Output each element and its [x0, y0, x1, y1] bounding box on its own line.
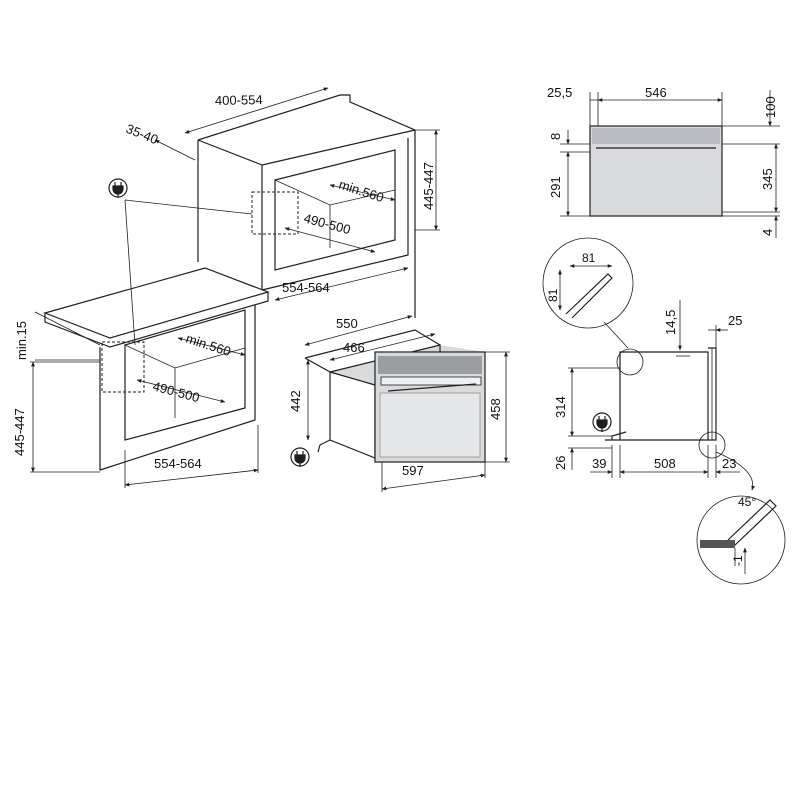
svg-text:490-500: 490-500: [151, 378, 201, 405]
under-counter-cabinet: [43, 267, 270, 471]
svg-text:458: 458: [488, 398, 503, 420]
svg-text:597: 597: [402, 463, 424, 478]
svg-text:508: 508: [654, 456, 676, 471]
svg-text:554-564: 554-564: [154, 456, 202, 471]
svg-text:25: 25: [728, 313, 742, 328]
svg-text:25,5: 25,5: [547, 85, 572, 100]
dim-top-body: 291: [548, 151, 590, 217]
detail-b: 45° -1: [696, 451, 786, 585]
dim-ub-min-gap: min.15: [14, 311, 101, 361]
dim-oven-side-height: 442: [288, 359, 310, 441]
dim-col-height: 445-447: [415, 129, 440, 231]
svg-text:26: 26: [553, 456, 568, 470]
svg-text:35-40: 35-40: [124, 121, 160, 147]
plug-icon: [290, 447, 310, 468]
dim-ub-height: 445-447: [12, 361, 100, 473]
svg-text:550: 550: [336, 316, 358, 331]
dim-col-back: 35-40: [124, 121, 196, 161]
dim-side-bottom: 39 508 23: [590, 445, 740, 478]
dim-top-width: 546: [597, 85, 723, 126]
svg-text:-1: -1: [731, 555, 745, 566]
svg-text:400-554: 400-554: [215, 92, 263, 108]
dim-col-min-depth: min.560: [329, 177, 396, 206]
svg-text:min.15: min.15: [14, 321, 29, 360]
svg-text:81: 81: [582, 251, 596, 265]
detail-a: 81 81: [542, 237, 634, 349]
svg-text:39: 39: [592, 456, 606, 471]
svg-text:23: 23: [722, 456, 736, 471]
dim-side-height: 314: [553, 367, 620, 437]
svg-text:81: 81: [546, 288, 560, 302]
svg-text:442: 442: [288, 390, 303, 412]
svg-text:554-564: 554-564: [282, 280, 330, 295]
svg-text:445-447: 445-447: [12, 408, 27, 456]
dim-top-foot: 4: [722, 215, 780, 238]
dim-ub-inner-width: 490-500: [136, 378, 226, 405]
dim-oven-depth: 550: [304, 315, 413, 346]
svg-text:100: 100: [763, 96, 778, 118]
dim-side-foot: 26: [553, 447, 612, 470]
dim-ub-width: 554-564: [124, 425, 259, 488]
svg-text:466: 466: [343, 340, 365, 355]
svg-text:546: 546: [645, 85, 667, 100]
oven-perspective: [304, 329, 486, 463]
oven-front-view: [589, 125, 723, 217]
dim-side-top-gap: 14,5: [663, 300, 690, 357]
svg-text:4: 4: [760, 229, 775, 236]
dim-top-top-gap: 100: [722, 90, 780, 127]
svg-text:490-500: 490-500: [302, 210, 352, 237]
dim-oven-front-height: 458: [485, 351, 510, 463]
plug-icon: [592, 412, 612, 433]
dim-col-width: 554-564: [274, 267, 409, 301]
dim-col-depth: 400-554: [184, 87, 329, 134]
dim-top-panel: 8: [548, 130, 590, 153]
dim-side-door: 25: [708, 313, 742, 348]
svg-text:345: 345: [760, 168, 775, 190]
dim-top-total: 345: [722, 143, 780, 213]
dim-oven-body-depth: 466: [329, 333, 436, 361]
svg-text:min.560: min.560: [337, 177, 386, 206]
svg-text:14,5: 14,5: [663, 310, 678, 335]
oven-side-view: [605, 347, 726, 459]
svg-text:314: 314: [553, 396, 568, 418]
svg-text:445-447: 445-447: [421, 162, 436, 210]
svg-text:8: 8: [548, 133, 563, 140]
svg-text:min.560: min.560: [184, 331, 233, 360]
svg-text:45°: 45°: [738, 495, 756, 509]
svg-text:291: 291: [548, 176, 563, 198]
dim-oven-front-width: 597: [381, 462, 486, 492]
dim-top-front: 25,5: [547, 85, 599, 126]
dim-ub-min-depth: min.560: [177, 331, 246, 360]
plug-icon: [108, 178, 128, 199]
